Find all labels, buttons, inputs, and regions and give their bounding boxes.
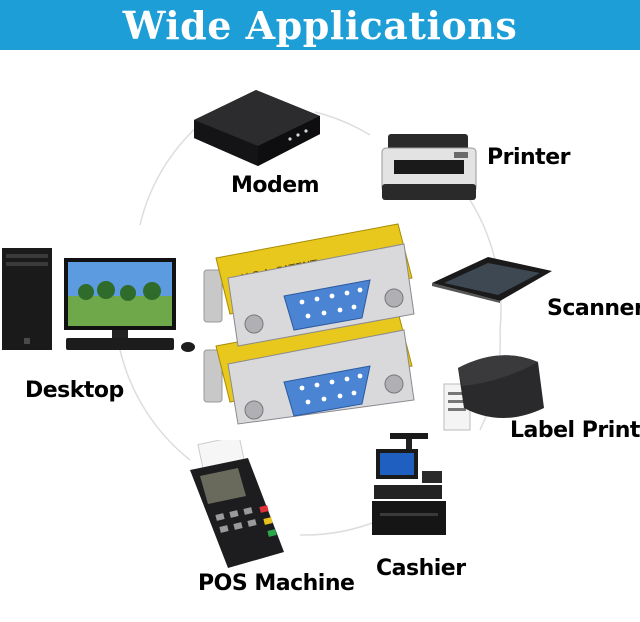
scanner-label: Scanner	[547, 296, 640, 321]
pos-terminal-icon	[186, 440, 292, 570]
label-printer-label: Label Printer	[510, 418, 640, 443]
db9-adapter-icon: U.S.A. PATENT	[202, 218, 424, 428]
modem-label: Modem	[231, 173, 320, 198]
label-printer-icon	[440, 346, 550, 434]
printer-icon	[378, 130, 480, 204]
printer-label: Printer	[487, 145, 570, 170]
desktop-computer-icon	[0, 246, 200, 358]
modem-icon	[186, 86, 326, 168]
cashier-label: Cashier	[376, 556, 466, 581]
cash-register-icon	[370, 433, 448, 551]
scanner-icon	[430, 253, 555, 303]
page-title: Wide Applications	[122, 2, 518, 48]
desktop-label: Desktop	[25, 378, 124, 403]
title-banner: Wide Applications	[0, 0, 640, 50]
pos-machine-label: POS Machine	[198, 571, 355, 596]
